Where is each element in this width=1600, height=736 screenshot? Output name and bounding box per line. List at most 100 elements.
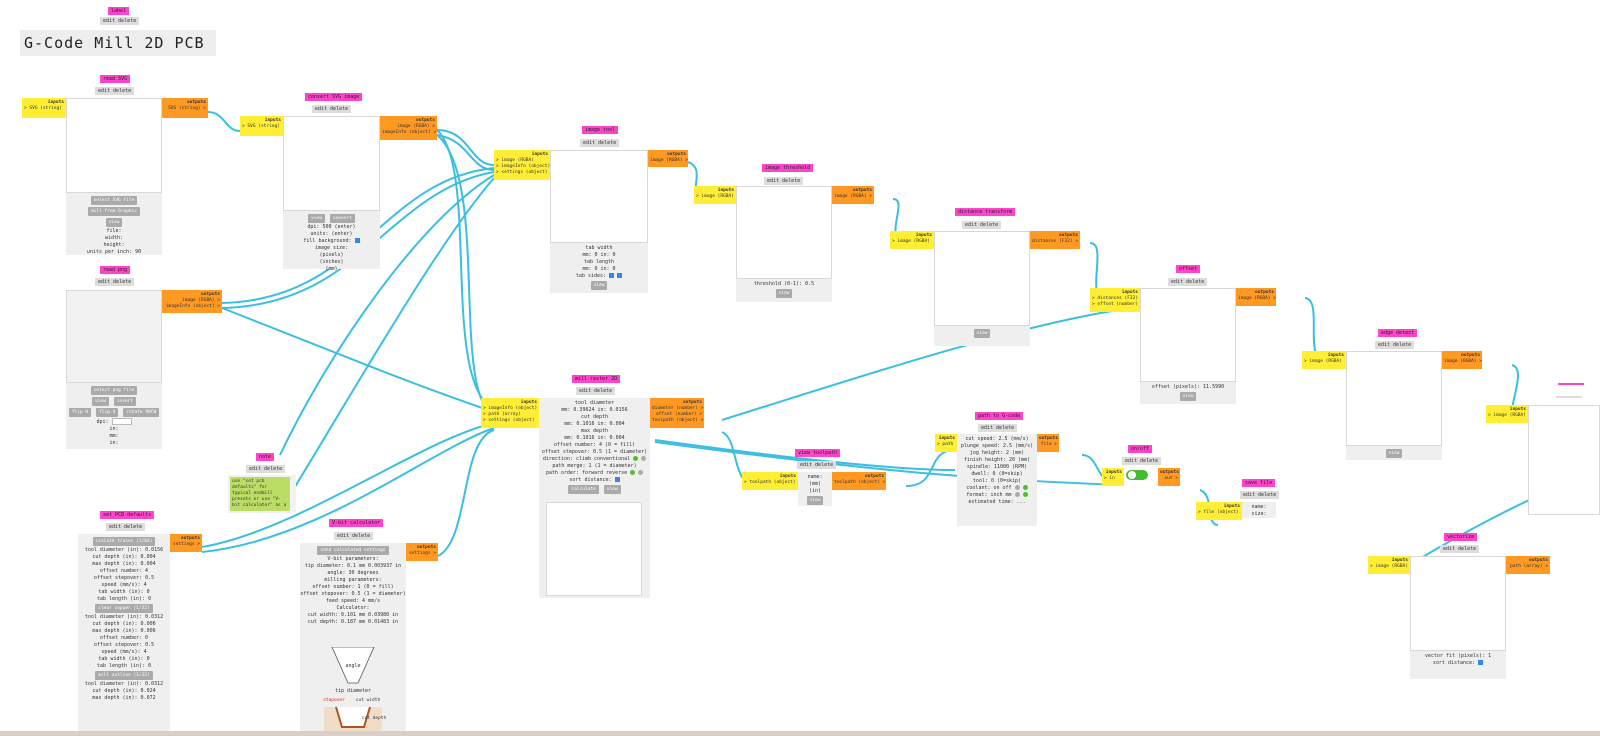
- clear-tab-length[interactable]: tab length (in): 0: [96, 663, 152, 669]
- image-threshold-title[interactable]: image threshold: [762, 164, 814, 172]
- offset-output-port[interactable]: image (RGBA) >: [1238, 296, 1276, 301]
- mill-raster-diameter-port[interactable]: diameter (number) >: [652, 406, 704, 411]
- dpi-field[interactable]: dpi: 500 (enter): [307, 224, 356, 230]
- note-title[interactable]: note: [256, 453, 275, 461]
- vectorize-edit-delete[interactable]: edit delete: [1440, 545, 1480, 553]
- format-mm-radio[interactable]: [1022, 492, 1028, 497]
- mill-raster-title[interactable]: mill raster 2D: [572, 375, 621, 383]
- clear-tool-diameter[interactable]: tool diameter (in): 0.0312: [84, 614, 164, 620]
- note-edit-delete[interactable]: edit delete: [246, 465, 286, 473]
- vbit-offset-number-field[interactable]: offset number: 1 (0 = fill): [312, 584, 394, 590]
- offset-number-port[interactable]: > offset (number): [1092, 302, 1139, 307]
- offset-view-button[interactable]: view: [1179, 392, 1197, 401]
- image-tool-title[interactable]: image tool: [582, 126, 619, 134]
- select-svg-file-button[interactable]: select SVG file: [90, 196, 138, 205]
- clear-offset-stepover[interactable]: offset stepover: 0.5: [93, 642, 155, 648]
- tool-field[interactable]: tool: 0 (0=skip): [972, 478, 1022, 484]
- orient-edges-input-port[interactable]: > image (RGBA): [1488, 413, 1526, 418]
- tab-sides-checkbox-2[interactable]: [617, 273, 623, 278]
- coolant-row[interactable]: coolant: on off: [957, 485, 1037, 492]
- calculate-button[interactable]: calculate: [568, 485, 599, 494]
- note-text[interactable]: use "set pcb defaults" for typical endmi…: [230, 477, 290, 511]
- read-png-imageinfo-port[interactable]: imageInfo (object) >: [165, 304, 220, 309]
- png-dpi-field[interactable]: [111, 418, 132, 425]
- image-threshold-input-port[interactable]: > image (RGBA): [696, 194, 734, 199]
- mill-raster-path-port[interactable]: > path (array): [483, 412, 521, 417]
- cut-depth-fields[interactable]: mm: 0.1016 in: 0.004: [564, 421, 625, 427]
- view-toolpath-edit-delete[interactable]: edit delete: [797, 461, 837, 469]
- png-dpi-row[interactable]: dpi:: [66, 418, 162, 426]
- mill-raster-offset-port[interactable]: offset (number) >: [655, 412, 702, 417]
- distance-transform-edit-delete[interactable]: edit delete: [962, 221, 1002, 229]
- image-tool-edit-delete[interactable]: edit delete: [580, 139, 620, 147]
- isolate-max-depth[interactable]: max depth (in): 0.004: [92, 561, 156, 567]
- vector-fit-field[interactable]: vector fit (pixels): 1: [1424, 653, 1492, 659]
- fill-background-row[interactable]: fill background:: [283, 238, 380, 245]
- path-gcode-output-port[interactable]: file >: [1040, 442, 1057, 447]
- vectorize-output-port[interactable]: path (array) >: [1510, 564, 1548, 569]
- image-threshold-output-port[interactable]: image (RGBA) >: [834, 194, 872, 199]
- isolate-tab-width[interactable]: tab width (in): 0: [98, 589, 150, 595]
- isolate-traces-button[interactable]: isolate traces (1/64): [92, 537, 156, 546]
- convert-svg-view-button[interactable]: view: [308, 214, 325, 223]
- clear-max-depth[interactable]: max depth (in): 0.006: [92, 628, 156, 634]
- read-svg-title[interactable]: read SVG: [100, 75, 131, 83]
- forward-radio[interactable]: [630, 470, 636, 475]
- set-pcb-title[interactable]: set PCB defaults: [100, 511, 155, 519]
- flip-h-button[interactable]: flip H: [68, 408, 92, 417]
- on-off-output-port[interactable]: out >: [1164, 476, 1178, 481]
- max-depth-fields[interactable]: mm: 0.1016 in: 0.004: [564, 435, 625, 441]
- image-tool-imageinfo-port[interactable]: > imageInfo (object): [496, 164, 551, 169]
- coolant-off-radio[interactable]: [1022, 485, 1028, 490]
- offset-pixels-field[interactable]: offset (pixels): 11.5990: [1151, 384, 1225, 390]
- read-svg-view-button[interactable]: view: [105, 218, 123, 227]
- select-png-file-button[interactable]: select png file: [90, 386, 138, 395]
- sort-distance-row[interactable]: sort distance:: [539, 477, 650, 484]
- convert-svg-imageinfo-port[interactable]: imageInfo (object) >: [382, 130, 437, 135]
- tool-diameter-fields[interactable]: mm: 0.39624 in: 0.0156: [561, 407, 628, 413]
- vbit-edit-delete[interactable]: edit delete: [334, 532, 374, 540]
- label-edit-delete[interactable]: edit delete: [100, 17, 140, 25]
- set-pcb-edit-delete[interactable]: edit delete: [106, 523, 146, 531]
- read-png-title[interactable]: read png: [100, 266, 131, 274]
- path-merge-field[interactable]: path merge: 1 (1 = diameter): [552, 463, 637, 469]
- image-tool-output-port[interactable]: image (RGBA) >: [650, 158, 688, 163]
- image-tool-image-port[interactable]: > image (RGBA): [496, 158, 534, 163]
- image-tool-view-button[interactable]: view: [590, 281, 608, 290]
- tab-sides-checkbox-1[interactable]: [609, 273, 615, 278]
- send-calculated-settings-button[interactable]: send calculated settings: [317, 546, 389, 555]
- outline-cut-depth[interactable]: cut depth (in): 0.024: [92, 688, 156, 694]
- conventional-radio[interactable]: [641, 456, 647, 461]
- distance-transform-output-port[interactable]: distances (F32) >: [1032, 239, 1079, 244]
- mill-raster-view-button[interactable]: view: [603, 485, 621, 494]
- path-order-row[interactable]: path order: forward reverse: [539, 470, 650, 477]
- vbit-offset-stepover-field[interactable]: offset stepover: 0.5 (1 = diameter): [300, 591, 406, 597]
- flip-v-button[interactable]: flip V: [96, 408, 119, 417]
- edge-detect-input-port[interactable]: > image (RGBA): [1304, 359, 1342, 364]
- on-off-input-port[interactable]: > in: [1104, 476, 1115, 481]
- convert-svg-title[interactable]: convert SVG image: [305, 93, 363, 101]
- image-threshold-view-button[interactable]: view: [775, 289, 793, 298]
- clear-copper-button[interactable]: clear copper (1/32): [95, 604, 153, 613]
- label-module-tag[interactable]: label: [108, 7, 130, 15]
- distance-transform-input-port[interactable]: > image (RGBA): [892, 239, 930, 244]
- feed-speed-field[interactable]: feed speed: 4 mm/s: [325, 598, 381, 604]
- offset-title[interactable]: offset: [1176, 265, 1201, 273]
- edge-detect-view-button[interactable]: view: [1385, 449, 1403, 458]
- edge-detect-edit-delete[interactable]: edit delete: [1375, 341, 1415, 349]
- mill-raster-imageinfo-port[interactable]: > imageInfo (object): [483, 406, 538, 411]
- offset-number-field[interactable]: offset number: 4 (0 = fill): [553, 442, 636, 448]
- path-gcode-input-port[interactable]: > path: [937, 442, 954, 447]
- spindle-field[interactable]: spindle: 11000 (RPM): [966, 464, 1028, 470]
- edge-detect-title[interactable]: edge detect: [1378, 329, 1418, 337]
- vectorize-sort-checkbox[interactable]: [1478, 660, 1484, 665]
- save-file-title[interactable]: save file: [1242, 479, 1276, 487]
- read-png-view-button[interactable]: view: [91, 397, 109, 406]
- vbit-title[interactable]: V-bit calculator: [329, 519, 384, 527]
- units-field[interactable]: units: (enter): [310, 231, 353, 237]
- isolate-tool-diameter[interactable]: tool diameter (in): 0.0156: [84, 547, 164, 553]
- isolate-offset-number[interactable]: offset number: 4: [99, 568, 149, 574]
- threshold-field[interactable]: threshold (0-1): 0.5: [753, 281, 815, 287]
- toggle-switch[interactable]: [1126, 470, 1148, 480]
- angle-field[interactable]: angle: 30 degrees: [327, 570, 379, 576]
